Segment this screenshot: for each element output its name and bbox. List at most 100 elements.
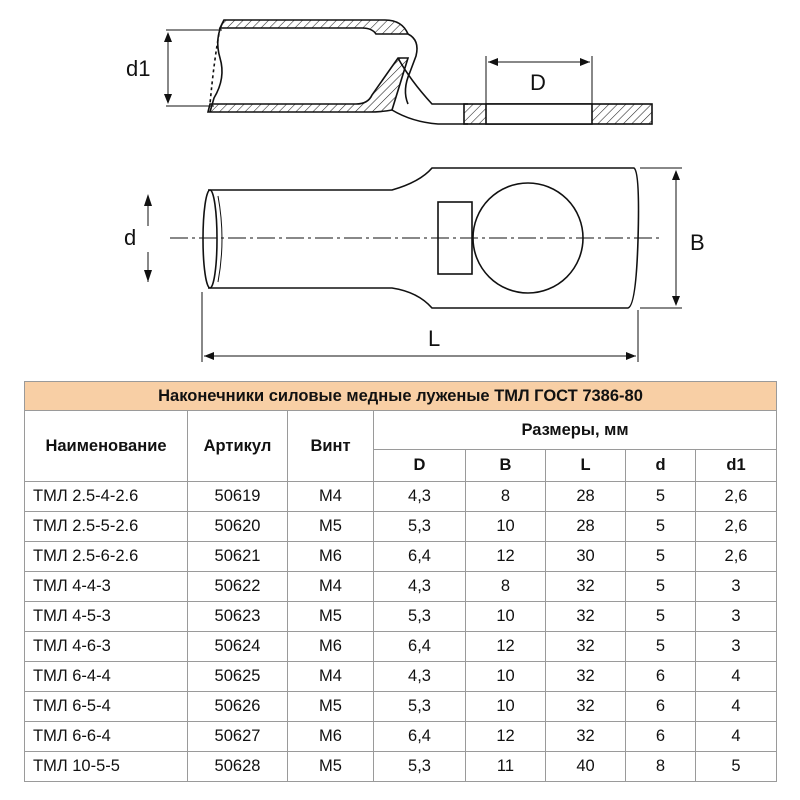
cell-l: 40 [545,751,626,782]
cell-d: 4,3 [373,481,466,512]
cell-d1: 3 [695,631,777,662]
side-inner-bore [209,27,221,105]
cell-name: ТМЛ 6-4-4 [24,661,188,692]
cell-b: 12 [465,541,546,572]
side-bend-outer [397,57,468,105]
cell-screw: М4 [287,661,374,692]
cell-l: 28 [545,511,626,542]
side-break-line [209,19,225,113]
cell-name: ТМЛ 2.5-4-2.6 [24,481,188,512]
cell-d1: 5 [695,751,777,782]
barrel-end [202,189,218,289]
side-view [164,19,653,125]
cell-screw: М5 [287,691,374,722]
header-B: B [465,449,546,482]
cell-screw: М6 [287,721,374,752]
cell-d: 5 [625,481,696,512]
cell-l: 32 [545,721,626,752]
cell-d: 6 [625,661,696,692]
cell-l: 32 [545,631,626,662]
cell-l: 32 [545,571,626,602]
cell-d: 5 [625,601,696,632]
cell-d: 5,3 [373,601,466,632]
cell-d: 6,4 [373,631,466,662]
cell-screw: М5 [287,751,374,782]
cell-article: 50624 [187,631,288,662]
cell-b: 11 [465,751,546,782]
cell-article: 50626 [187,691,288,722]
cell-article: 50620 [187,511,288,542]
cell-b: 8 [465,571,546,602]
cell-article: 50622 [187,571,288,602]
side-bottom-wall [206,57,410,113]
cell-name: ТМЛ 4-6-3 [24,631,188,662]
cell-name: ТМЛ 2.5-6-2.6 [24,541,188,572]
cell-b: 10 [465,601,546,632]
cell-name: ТМЛ 10-5-5 [24,751,188,782]
cell-name: ТМЛ 2.5-5-2.6 [24,511,188,542]
top-outline [208,167,640,309]
cell-screw: М6 [287,631,374,662]
cell-l: 32 [545,661,626,692]
cell-d: 8 [625,751,696,782]
cell-article: 50628 [187,751,288,782]
cell-d: 6,4 [373,721,466,752]
top-view [144,167,682,362]
cell-d1: 2,6 [695,481,777,512]
cell-d: 4,3 [373,571,466,602]
cell-l: 32 [545,601,626,632]
cell-d: 5,3 [373,691,466,722]
cell-d1: 2,6 [695,541,777,572]
cell-d: 4,3 [373,661,466,692]
cell-d: 5,3 [373,511,466,542]
cell-screw: М4 [287,571,374,602]
label-d: d [124,225,136,250]
cell-article: 50625 [187,661,288,692]
spec-table: Наконечники силовые медные луженые ТМЛ Г… [24,381,777,782]
header-d: d [625,449,696,482]
header-screw: Винт [287,410,374,482]
cell-d: 6 [625,721,696,752]
cell-name: ТМЛ 4-5-3 [24,601,188,632]
side-tab-hole [485,103,593,125]
cell-b: 8 [465,481,546,512]
header-d1: d1 [695,449,777,482]
label-B: B [690,230,705,255]
header-article: Артикул [187,410,288,482]
cell-name: ТМЛ 4-4-3 [24,571,188,602]
header-D: D [373,449,466,482]
cell-d: 5,3 [373,751,466,782]
cell-l: 28 [545,481,626,512]
cell-article: 50627 [187,721,288,752]
cell-b: 10 [465,511,546,542]
cell-article: 50619 [187,481,288,512]
cell-d: 5 [625,631,696,662]
cell-d1: 3 [695,571,777,602]
cell-d1: 4 [695,721,777,752]
cell-l: 32 [545,691,626,722]
cell-d: 5 [625,511,696,542]
cell-d: 6 [625,691,696,722]
header-L: L [545,449,626,482]
side-bend-lower [391,109,468,125]
label-d1: d1 [126,56,150,81]
cell-d1: 2,6 [695,511,777,542]
header-name: Наименование [24,410,188,482]
cell-article: 50623 [187,601,288,632]
cell-d: 5 [625,541,696,572]
cell-b: 12 [465,631,546,662]
cell-b: 12 [465,721,546,752]
cell-article: 50621 [187,541,288,572]
cell-screw: М6 [287,541,374,572]
cell-d1: 3 [695,601,777,632]
